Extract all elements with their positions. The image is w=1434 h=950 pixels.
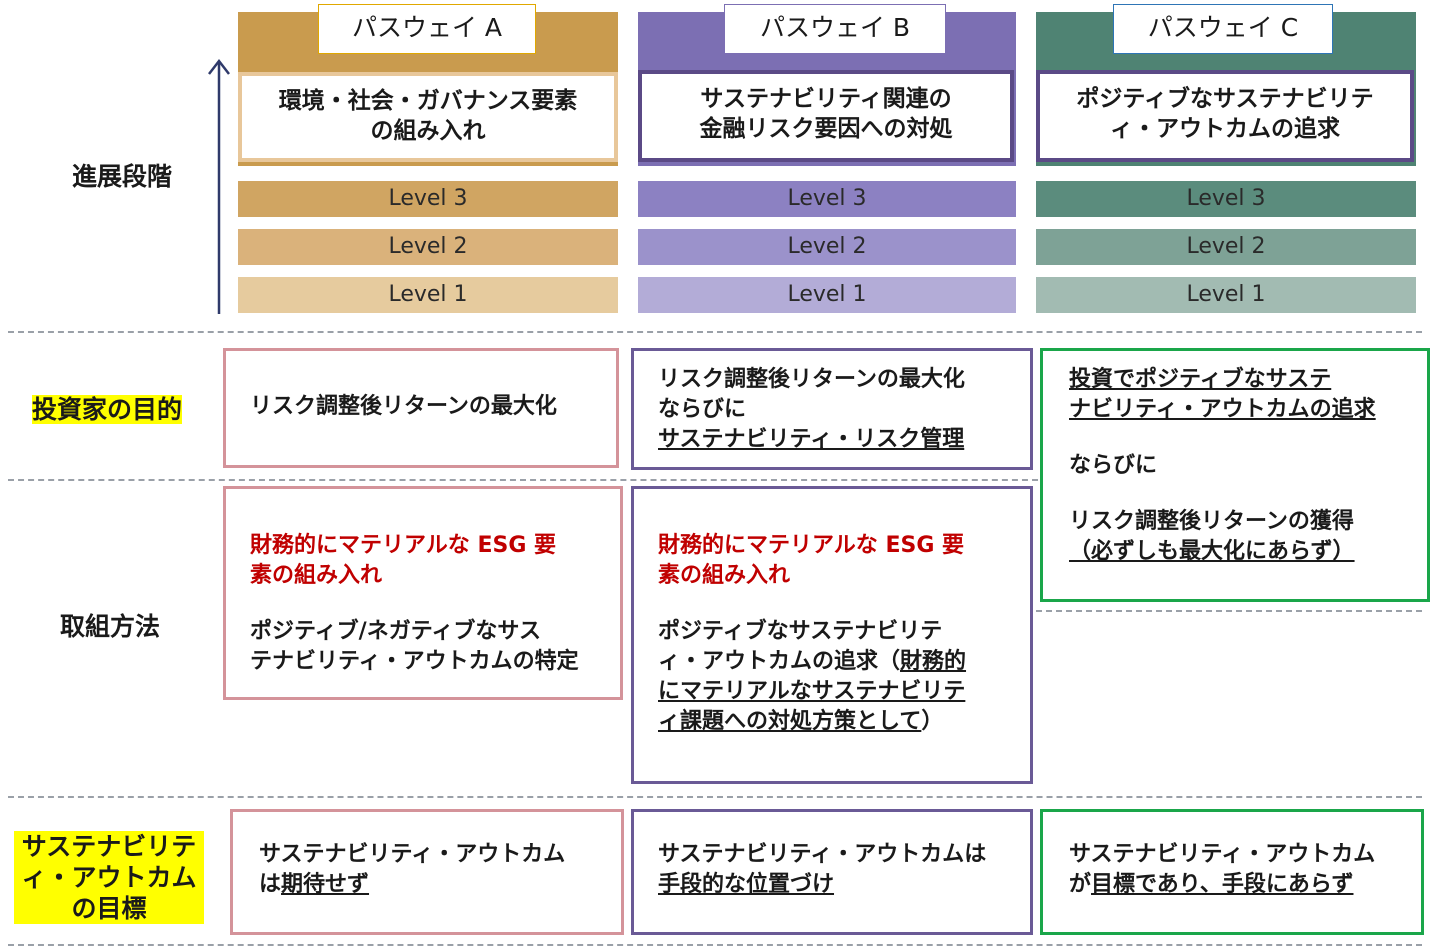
pathway-c-level3: Level 3 [1036, 181, 1416, 217]
outcome-c-line2: が目標であり、手段にあらず [1069, 870, 1399, 900]
goal-b-line1: リスク調整後リターンの最大化 [658, 367, 965, 392]
outcome-a-box: サステナビリティ・アウトカム は期待せず [230, 809, 624, 935]
row-label-approach: 取組方法 [59, 612, 160, 641]
separator-4 [8, 944, 1422, 946]
outcome-c-line1: サステナビリティ・アウトカム [1069, 842, 1376, 867]
outcome-b-line2: 手段的な位置づけ [658, 872, 835, 897]
approach-b-line2a: ィ・アウトカムの追求（ [658, 649, 901, 674]
approach-b-box: 財務的にマテリアルな ESG 要 素の組み入れ ポジティブなサステナビリテ ィ・… [631, 486, 1033, 784]
goal-c-line3: ならびに [1069, 453, 1158, 478]
separator-1 [8, 331, 1422, 333]
approach-a-red-line2: 素の組み入れ [250, 563, 383, 588]
goal-a-box: リスク調整後リターンの最大化 [223, 348, 619, 468]
outcome-c-box: サステナビリティ・アウトカム が目標であり、手段にあらず [1040, 809, 1424, 935]
row-label-investor-goal-text: 投資家の目的 [31, 395, 182, 424]
approach-b-line1: ポジティブなサステナビリテ [658, 619, 943, 644]
pathway-b-title-line2: 金融リスク要因への対処 [699, 116, 953, 142]
outcome-a-line1: サステナビリティ・アウトカム [259, 842, 566, 867]
separator-2 [8, 479, 1038, 481]
pathway-b-tab: パスウェイ B [724, 4, 946, 54]
row-label-outcome-goal-text: サステナビリティ・アウトカムの目標 [14, 831, 204, 924]
pathway-a-level2: Level 2 [238, 229, 618, 265]
separator-3 [8, 796, 1422, 798]
pathway-b-level2: Level 2 [638, 229, 1016, 265]
approach-a-box: 財務的にマテリアルな ESG 要 素の組み入れ ポジティブ/ネガティブなサス テ… [223, 486, 623, 700]
outcome-a-line2a: は [259, 872, 282, 897]
outcome-c-line2b: 目標であり、手段にあらず [1091, 872, 1354, 897]
approach-b-line4: ィ課題への対処方策として） [658, 707, 1008, 737]
goal-a-text: リスク調整後リターンの最大化 [250, 394, 557, 419]
approach-b-red-line2: 素の組み入れ [658, 563, 791, 588]
pathway-b-level3: Level 3 [638, 181, 1016, 217]
pathway-c-title-line1: ポジティブなサステナビリテ [1076, 86, 1374, 112]
separator-2b [1036, 610, 1422, 612]
outcome-a-line2b: 期待せず [281, 872, 370, 897]
goal-c-line1: 投資でポジティブなサステ [1069, 367, 1332, 392]
outcome-b-line1: サステナビリティ・アウトカムは [658, 842, 987, 867]
row-label-outcome-goal: サステナビリティ・アウトカムの目標 [10, 831, 208, 924]
pathway-b-level1: Level 1 [638, 277, 1016, 313]
approach-b-line3: にマテリアルなサステナビリテ [658, 679, 966, 704]
approach-b-line2b: 財務的 [900, 649, 967, 674]
pathway-a-level1: Level 1 [238, 277, 618, 313]
outcome-c-line2a: が [1069, 872, 1092, 897]
goal-c-line2: ナビリティ・アウトカムの追求 [1069, 397, 1376, 422]
approach-b-red-line1: 財務的にマテリアルな ESG 要 [658, 533, 965, 558]
approach-a-line1: ポジティブ/ネガティブなサス [250, 619, 541, 644]
outcome-a-line2: は期待せず [259, 870, 599, 900]
pathway-a-title: 環境・社会・ガバナンス要素 の組み入れ [238, 72, 618, 162]
pathway-c-level2: Level 2 [1036, 229, 1416, 265]
goal-c-box: 投資でポジティブなサステ ナビリティ・アウトカムの追求 ならびに リスク調整後リ… [1040, 348, 1430, 602]
pathway-a-title-line1: 環境・社会・ガバナンス要素 [278, 88, 578, 114]
approach-a-line2: テナビリティ・アウトカムの特定 [250, 649, 579, 674]
approach-b-line2: ィ・アウトカムの追求（財務的 [658, 647, 1008, 677]
row-label-investor-goal: 投資家の目的 [12, 394, 202, 426]
goal-b-line3: サステナビリティ・リスク管理 [658, 427, 965, 452]
pathway-c-level1: Level 1 [1036, 277, 1416, 313]
pathway-b-title-line1: サステナビリティ関連の [700, 86, 952, 112]
outcome-b-box: サステナビリティ・アウトカムは 手段的な位置づけ [631, 809, 1033, 935]
goal-c-line5: （必ずしも最大化にあらず） [1069, 539, 1355, 564]
pathway-a-tab: パスウェイ A [318, 4, 536, 54]
pathway-a-title-line2: の組み入れ [370, 118, 486, 144]
pathway-c-title: ポジティブなサステナビリテ ィ・アウトカムの追求 [1036, 70, 1414, 162]
pathway-c-tab: パスウェイ C [1113, 4, 1333, 54]
approach-b-line4b: ） [921, 709, 944, 734]
row-label-stage: 進展段階 [71, 162, 172, 191]
goal-b-box: リスク調整後リターンの最大化 ならびに サステナビリティ・リスク管理 [631, 348, 1033, 470]
goal-b-line2: ならびに [658, 397, 747, 422]
progress-arrow-icon [208, 58, 230, 314]
pathway-c-title-line2: ィ・アウトカムの追求 [1110, 116, 1340, 142]
approach-b-line4a: ィ課題への対処方策として [658, 709, 922, 734]
goal-c-line4: リスク調整後リターンの獲得 [1069, 509, 1354, 534]
pathway-b-title: サステナビリティ関連の 金融リスク要因への対処 [638, 70, 1014, 162]
approach-a-red-line1: 財務的にマテリアルな ESG 要 [250, 533, 557, 558]
pathway-a-level3: Level 3 [238, 181, 618, 217]
